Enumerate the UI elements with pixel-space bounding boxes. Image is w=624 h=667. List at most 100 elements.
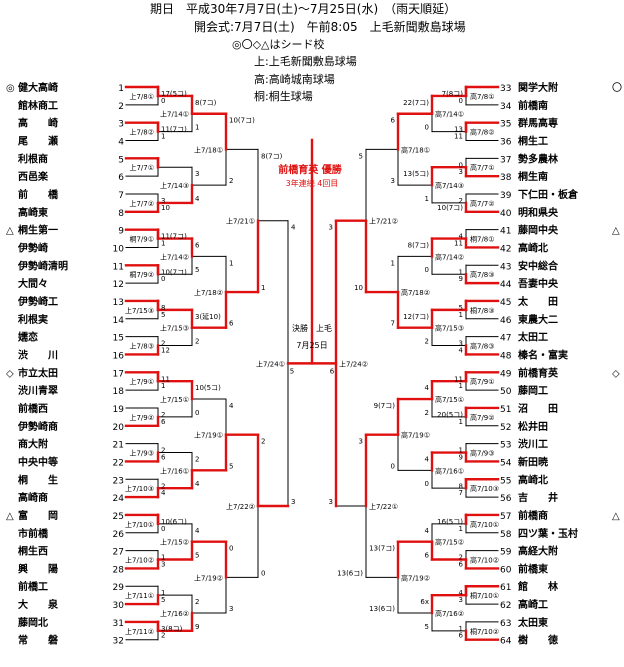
- team-number: 15: [113, 334, 124, 344]
- team-number: 31: [113, 619, 124, 629]
- team-number: 41: [500, 227, 511, 237]
- seed-mark: ◎: [6, 83, 15, 94]
- team-name: 興 陽: [18, 562, 58, 575]
- team-name: 下仁田・板倉: [518, 188, 579, 201]
- score-bottom: 3: [161, 560, 165, 568]
- score-top: 3(8コ): [161, 625, 183, 633]
- match-venue: 桐7/8③: [470, 306, 495, 315]
- match-venue: 高7/16②: [435, 609, 464, 618]
- score-top: 1: [229, 259, 233, 267]
- team-name: 前橋東: [518, 562, 548, 575]
- team-name: 太田工: [517, 331, 548, 344]
- team-name: 尾 瀬: [18, 134, 58, 147]
- score-bottom: 1: [459, 382, 463, 390]
- match-venue: 上7/22②: [226, 502, 255, 511]
- team-number: 9: [118, 227, 124, 237]
- score-top: 1: [459, 447, 463, 455]
- match-venue: 上7/14②: [160, 252, 189, 261]
- team-number: 56: [500, 494, 512, 504]
- match-venue: 上7/11②: [125, 627, 154, 636]
- team-name: 桐 生: [18, 473, 58, 486]
- team-number: 48: [500, 351, 512, 361]
- match-venue: 高7/10②: [470, 555, 499, 564]
- score-top: 3: [329, 224, 333, 232]
- score-bottom: 5: [195, 266, 199, 274]
- team-number: 20: [113, 423, 125, 433]
- final-score-right: 6: [330, 367, 335, 375]
- score-bottom: 1: [459, 311, 463, 319]
- team-name: 渋 川: [18, 348, 58, 361]
- score-bottom: 13(6コ): [369, 605, 395, 613]
- score-bottom: 4: [161, 489, 166, 497]
- team-number: 38: [500, 173, 512, 183]
- match-venue: 上7/15③: [160, 324, 189, 333]
- match-venue: 上7/18②: [194, 288, 223, 297]
- score-bottom: 9: [459, 453, 463, 461]
- match-venue: 桐7/9②: [129, 270, 154, 279]
- score-top: 8: [161, 304, 165, 312]
- match-venue: 上7/8③: [129, 342, 154, 351]
- match-venue: 高7/14①: [435, 110, 464, 119]
- score-bottom: 0: [261, 569, 265, 577]
- score-bottom: 10: [354, 284, 363, 292]
- team-number: 24: [113, 494, 125, 504]
- team-name: 勢多農林: [518, 152, 559, 165]
- score-bottom: 5: [161, 596, 165, 604]
- team-number: 26: [113, 530, 125, 540]
- match-venue: 高7/9③: [470, 449, 495, 458]
- match-venue: 上7/10②: [125, 555, 154, 564]
- score-bottom: 9: [459, 275, 463, 283]
- match-venue: 高7/8①: [470, 92, 495, 101]
- score-bottom: 1: [195, 124, 199, 132]
- team-name: 富 岡: [18, 509, 58, 522]
- score-top: 2: [459, 554, 463, 562]
- team-name: 前橋商: [518, 509, 548, 522]
- score-top: 4: [425, 527, 430, 535]
- match-venue: 上7/8②: [129, 128, 154, 137]
- match-venue: 高7/16①: [435, 466, 464, 475]
- score-top: 7(8コ): [442, 90, 464, 98]
- match-venue: 桐7/8①: [470, 235, 495, 244]
- match-venue: 上7/9③: [129, 449, 154, 458]
- team-number: 37: [500, 155, 511, 165]
- team-name: 関学大附: [518, 81, 558, 94]
- score-bottom: 0: [161, 525, 165, 533]
- champion-title: 前橋育英 優勝: [278, 163, 342, 176]
- match-venue: 上7/15②: [160, 538, 189, 547]
- match-venue: 高7/8③: [470, 270, 495, 279]
- score-top: 4: [291, 224, 296, 232]
- team-number: 36: [500, 137, 512, 147]
- score-bottom: 11: [454, 132, 463, 140]
- team-name: 渋川青翠: [18, 384, 58, 397]
- score-top: 8: [459, 482, 463, 490]
- team-name: 伊勢崎清明: [17, 259, 68, 272]
- team-number: 2: [118, 102, 124, 112]
- score-top: 10(6コ): [161, 518, 187, 526]
- score-bottom: 13(6コ): [337, 569, 363, 577]
- team-number: 50: [500, 387, 512, 397]
- score-bottom: 7: [459, 489, 463, 497]
- team-number: 12: [113, 280, 124, 290]
- seed-mark: △: [612, 511, 620, 522]
- match-venue: 桐7/10②: [470, 627, 499, 636]
- score-top: 8(7コ): [408, 242, 430, 250]
- team-number: 59: [500, 548, 512, 558]
- team-name: 伊勢崎工: [17, 295, 58, 308]
- score-bottom: 3: [459, 168, 463, 176]
- score-bottom: 0: [391, 462, 395, 470]
- score-bottom: 1: [425, 195, 429, 203]
- team-name: 館林商工: [17, 99, 58, 112]
- match-venue: 上7/14③: [160, 181, 189, 190]
- score-top: 16(5コ): [437, 518, 463, 526]
- team-number: 53: [500, 441, 511, 451]
- match-venue: 高7/19①: [401, 431, 430, 440]
- score-top: 11(7コ): [161, 233, 187, 241]
- score-bottom: 1: [161, 239, 165, 247]
- team-name: 高経大附: [518, 545, 558, 558]
- match-venue: 高7/18②: [401, 288, 430, 297]
- match-venue: 上7/10③: [125, 484, 154, 493]
- score-bottom: 4: [195, 195, 200, 203]
- team-name: 前橋西: [18, 402, 48, 415]
- team-number: 4: [118, 137, 124, 147]
- score-top: 4: [425, 456, 430, 464]
